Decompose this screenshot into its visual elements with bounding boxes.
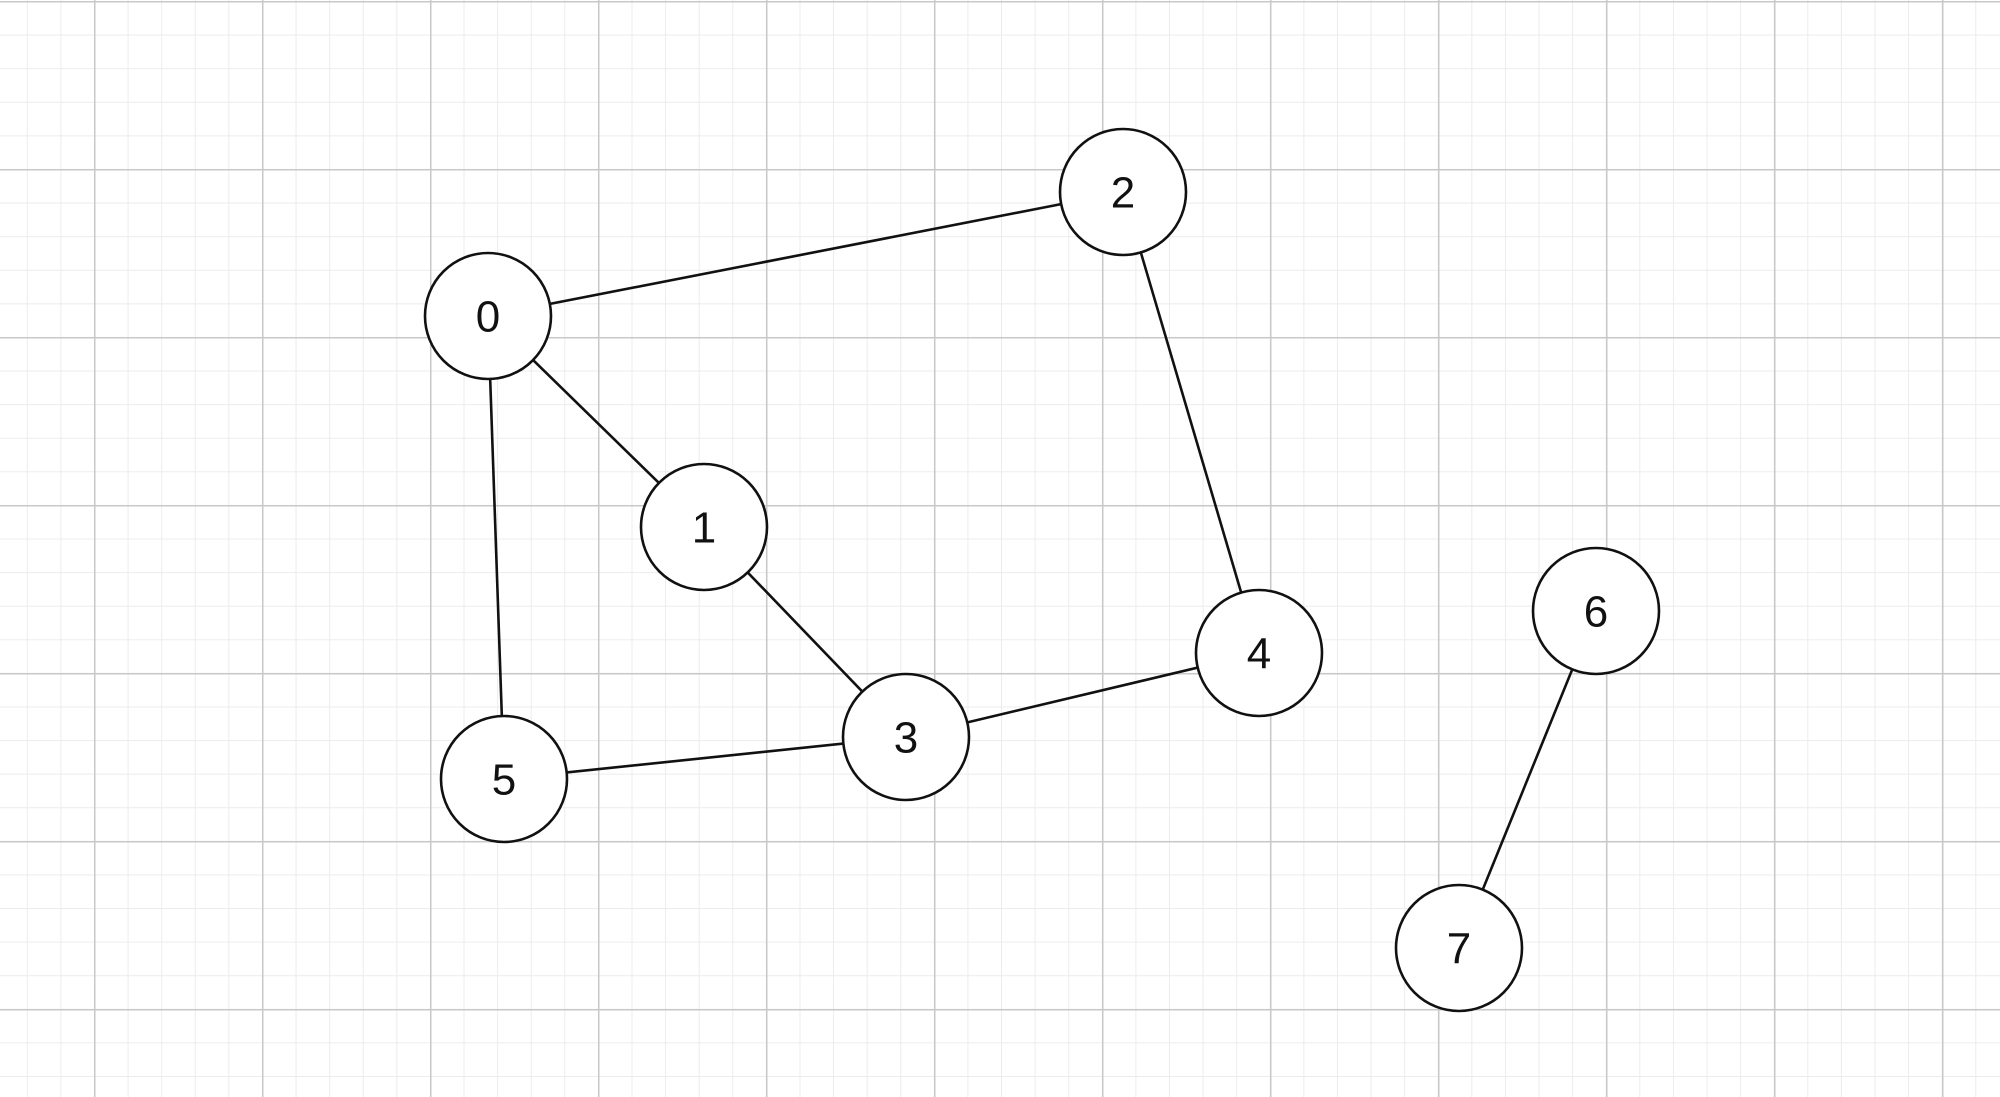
edge-0-2 bbox=[487, 190, 1124, 318]
node-label: 5 bbox=[492, 756, 516, 805]
node-label: 4 bbox=[1247, 630, 1271, 679]
node-label: 7 bbox=[1447, 925, 1471, 974]
node-1: 1 bbox=[639, 462, 769, 592]
edge-5-3 bbox=[503, 735, 907, 781]
edge-0-5 bbox=[486, 315, 506, 780]
node-0: 0 bbox=[423, 251, 553, 381]
node-5: 5 bbox=[439, 714, 569, 844]
node-label: 0 bbox=[476, 293, 500, 342]
node-circle bbox=[1194, 588, 1324, 718]
node-circle bbox=[423, 251, 553, 381]
node-4: 4 bbox=[1194, 588, 1324, 718]
node-2: 2 bbox=[1058, 127, 1188, 257]
node-label: 2 bbox=[1111, 169, 1135, 218]
node-circle bbox=[1394, 883, 1524, 1013]
node-label: 1 bbox=[692, 504, 716, 553]
node-label: 3 bbox=[894, 714, 918, 763]
node-7: 7 bbox=[1394, 883, 1524, 1013]
node-circle bbox=[439, 714, 569, 844]
node-3: 3 bbox=[841, 672, 971, 802]
edges-layer bbox=[486, 190, 1598, 949]
nodes-layer: 0 1 2 3 4 5 6 7 bbox=[423, 127, 1661, 1013]
node-label: 6 bbox=[1584, 588, 1608, 637]
node-6: 6 bbox=[1531, 546, 1661, 676]
node-circle bbox=[841, 672, 971, 802]
node-circle bbox=[639, 462, 769, 592]
edge-2-4 bbox=[1121, 191, 1261, 654]
node-circle bbox=[1531, 546, 1661, 676]
node-circle bbox=[1058, 127, 1188, 257]
